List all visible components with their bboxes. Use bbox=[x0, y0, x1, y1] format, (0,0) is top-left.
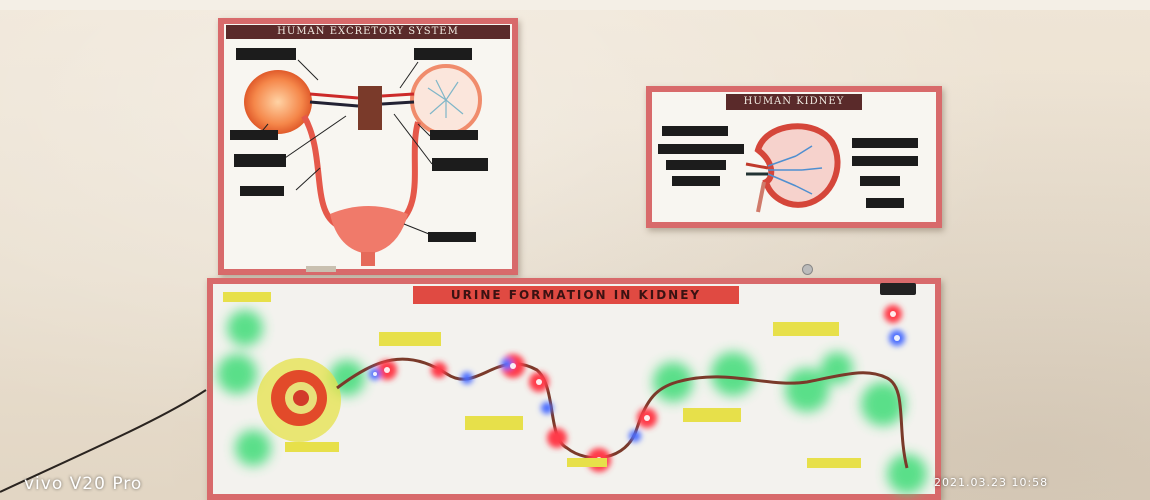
urinary-bladder bbox=[330, 206, 408, 254]
nephron-label bbox=[773, 322, 839, 336]
excretory-label bbox=[236, 48, 296, 60]
urine-formation-board: URINE FORMATION IN KIDNEY bbox=[207, 278, 941, 500]
human-kidney-poster: HUMAN KIDNEY bbox=[646, 86, 942, 228]
excretory-label bbox=[240, 186, 284, 196]
nephron-label bbox=[807, 458, 861, 468]
excretory-label bbox=[306, 266, 336, 272]
excretory-label bbox=[414, 48, 472, 60]
nephron-label bbox=[379, 332, 441, 346]
excretory-label bbox=[230, 130, 278, 140]
kidney-label bbox=[860, 176, 900, 186]
kidney-label bbox=[658, 144, 744, 154]
kidney-label bbox=[852, 156, 918, 166]
ceiling-edge bbox=[0, 0, 1150, 10]
nephron-label bbox=[223, 292, 271, 302]
excretory-label bbox=[428, 232, 476, 242]
kidney-label bbox=[866, 198, 904, 208]
nephron-label bbox=[465, 416, 523, 430]
kidney-label bbox=[662, 126, 728, 136]
aorta-vena-cava bbox=[358, 86, 382, 130]
urethra bbox=[361, 252, 375, 266]
nephron-label bbox=[567, 458, 607, 467]
excretory-label bbox=[432, 158, 488, 171]
camera-watermark: vivo V20 Pro bbox=[24, 474, 142, 494]
led-switch-box bbox=[880, 283, 916, 295]
kidney-label bbox=[666, 160, 726, 170]
excretory-label bbox=[430, 130, 478, 140]
kidney-label bbox=[672, 176, 720, 186]
excretory-system-poster: HUMAN EXCRETORY SYSTEM bbox=[218, 18, 518, 275]
nephron-label bbox=[285, 442, 339, 452]
excretory-label bbox=[234, 154, 286, 167]
wall-pin bbox=[802, 264, 813, 275]
left-kidney bbox=[244, 70, 312, 134]
timestamp-watermark: 2021.03.23 10:58 bbox=[934, 476, 1048, 489]
kidney-label bbox=[852, 138, 918, 148]
nephron-label bbox=[683, 408, 741, 422]
